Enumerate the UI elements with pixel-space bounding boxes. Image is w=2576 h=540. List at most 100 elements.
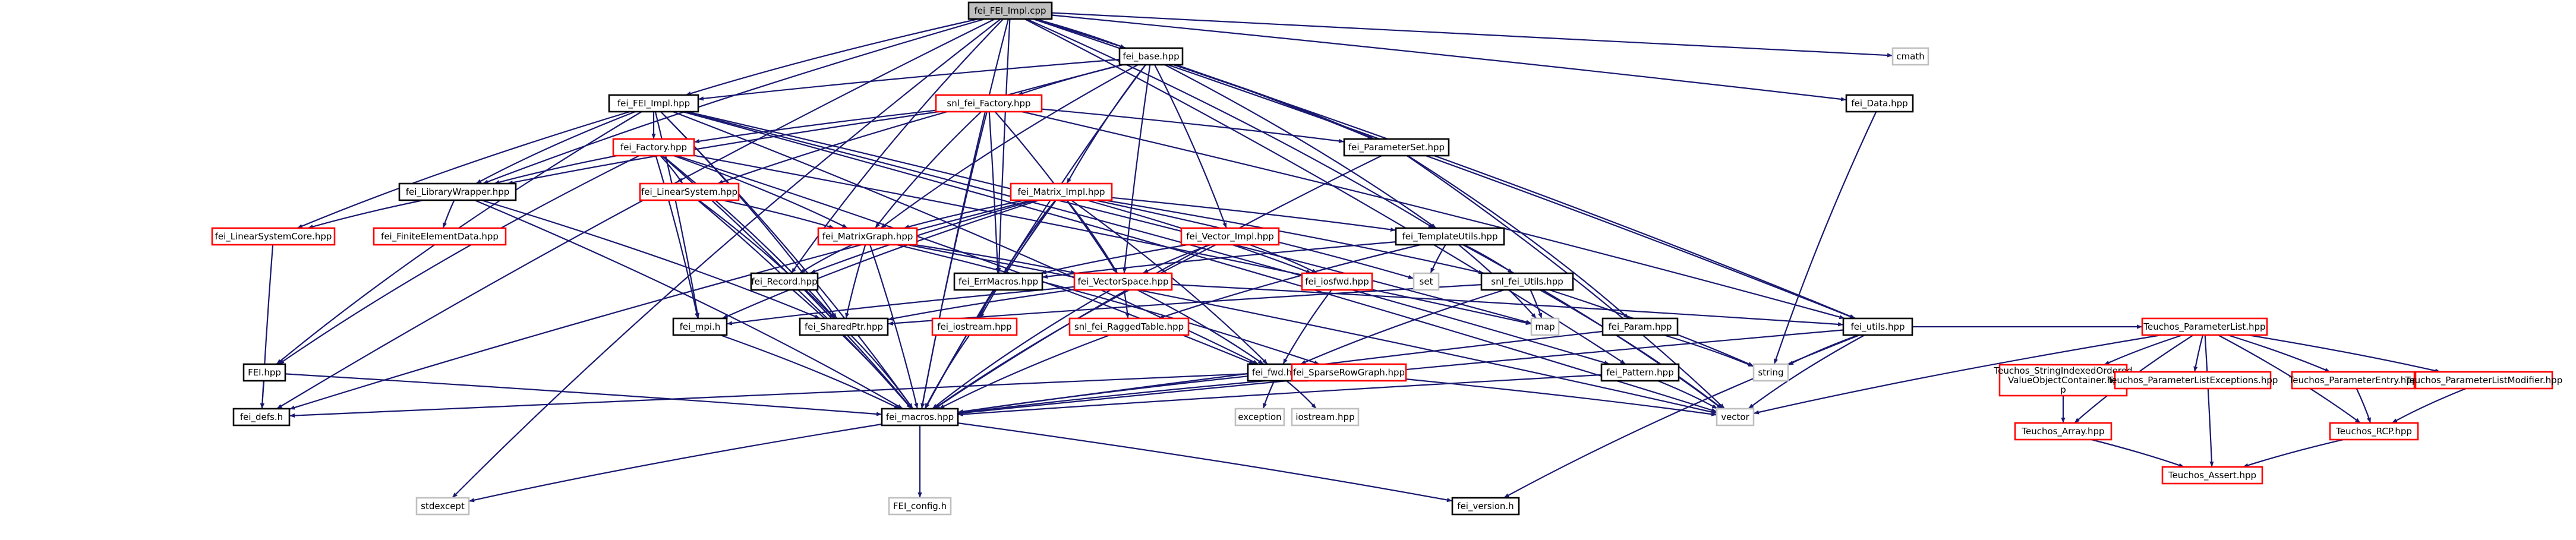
node-fei_fei_impl_hpp[interactable]: fei_FEI_Impl.hpp	[608, 94, 699, 113]
edge-fei_matrix_impl_hpp-to-snl_fei_utils_hpp	[1104, 199, 1484, 274]
edge-fei_utils_hpp-to-vector	[1748, 334, 1865, 409]
node-fei_vector_impl_hpp[interactable]: fei_Vector_Impl.hpp	[1180, 227, 1280, 246]
node-fei_librarywrapper_hpp[interactable]: fei_LibraryWrapper.hpp	[398, 182, 517, 201]
edge-fei_parameterset_hpp-to-vector	[1406, 155, 1726, 409]
node-fei_iosfwd_hpp[interactable]: fei_iosfwd.hpp	[1301, 272, 1373, 291]
node-box	[1291, 363, 1407, 382]
node-fei_version_h[interactable]: fei_version.h	[1451, 497, 1520, 516]
node-fei_defs_h[interactable]: fei_defs.h	[232, 408, 291, 427]
node-label: fei_version.h	[1457, 501, 1514, 512]
node-fei_matrix_impl_hpp[interactable]: fei_Matrix_Impl.hpp	[1010, 182, 1113, 201]
edge-fei_parameterset_hpp-to-fei_param_hpp	[1407, 155, 1629, 319]
node-label: FEI.hpp	[248, 367, 281, 378]
node-fei_iostream_hpp[interactable]: fei_iostream.hpp	[931, 317, 1018, 336]
edge-teuchos_parameterlist_hpp-to-teuchos_assert_hpp	[2204, 334, 2214, 468]
node-fei_linearsystem_hpp[interactable]: fei_LinearSystem.hpp	[639, 182, 740, 201]
node-box	[232, 408, 291, 427]
node-fei_finiteelementdata_hpp[interactable]: fei_FiniteElementData.hpp	[373, 227, 507, 246]
node-snl_fei_factory_hpp[interactable]: snl_fei_Factory.hpp	[935, 94, 1043, 113]
edge-snl_fei_factory_hpp-to-fei_matrixgraph_hpp	[874, 111, 982, 229]
node-fei_templateutils_hpp[interactable]: fei_TemplateUtils.hpp	[1395, 227, 1505, 246]
edge-teuchos_parameterlistmodifier_hpp-to-teuchos_rcp_hpp	[2391, 387, 2467, 424]
node-snl_fei_raggedtable_hpp[interactable]: snl_fei_RaggedTable.hpp	[1068, 317, 1190, 336]
edge-snl_fei_factory_hpp-to-fei_macros_hpp	[920, 111, 988, 409]
node-label: fei_mpi.h	[680, 321, 721, 333]
node-fei_hpp[interactable]: FEI.hpp	[242, 363, 286, 382]
node-fei_mpi_h[interactable]: fei_mpi.h	[672, 317, 728, 336]
edge-fei_base_hpp-to-fei_vector_impl_hpp	[1154, 64, 1227, 229]
node-box	[1180, 227, 1280, 246]
node-box	[2291, 371, 2416, 390]
node-snl_fei_utils_hpp[interactable]: snl_fei_Utils.hpp	[1480, 272, 1574, 291]
node-fei_base_hpp[interactable]: fei_base.hpp	[1118, 47, 1184, 66]
node-label: stdexcept	[421, 501, 465, 511]
node-box	[2141, 317, 2268, 336]
edge-fei_matrix_impl_hpp-to-fei_mpi_h	[722, 199, 1039, 320]
edge-snl_fei_factory_hpp-to-fei_librarywrapper_hpp	[507, 110, 939, 185]
node-cmath: cmath	[1891, 47, 1929, 66]
node-label: exception	[1238, 412, 1281, 422]
node-fei_param_hpp[interactable]: fei_Param.hpp	[1601, 317, 1679, 336]
edge-fei_templateutils_hpp-to-fei_errmacros_hpp	[1042, 241, 1396, 279]
node-fei_fei_impl_cpp[interactable]: fei_FEI_Impl.cpp	[967, 1, 1053, 20]
node-fei_factory_hpp[interactable]: fei_Factory.hpp	[612, 138, 695, 157]
node-fei_linearsystemcore_hpp[interactable]: fei_LinearSystemCore.hpp	[211, 227, 336, 246]
edge-teuchos_parameterlist_hpp-to-teuchos_parameterlistmodifier_hpp	[2247, 334, 2441, 373]
edge-snl_fei_utils_hpp-to-fei_fwd_hpp	[1300, 289, 1505, 365]
node-map: map	[1530, 317, 1560, 336]
edge-fei_base_hpp-to-fei_matrixgraph_hpp	[880, 64, 1139, 229]
node-box	[1530, 317, 1560, 336]
node-teuchos_rcp_hpp[interactable]: Teuchos_RCP.hpp	[2329, 422, 2419, 441]
node-fei_sparserowgraph_hpp[interactable]: fei_SparseRowGraph.hpp	[1291, 363, 1407, 382]
node-fei_parameterset_hpp[interactable]: fei_ParameterSet.hpp	[1343, 138, 1450, 157]
node-teuchos_parameterlist_hpp[interactable]: Teuchos_ParameterList.hpp	[2141, 317, 2268, 336]
node-box	[1842, 317, 1913, 336]
node-label: fei_ParameterSet.hpp	[1348, 142, 1445, 153]
edge-fei_iostream_hpp-to-fei_macros_hpp	[924, 334, 970, 409]
node-fei_matrixgraph_hpp[interactable]: fei_MatrixGraph.hpp	[817, 227, 918, 246]
node-box	[888, 497, 952, 516]
node-label: set	[1420, 276, 1433, 287]
node-fei_data_hpp[interactable]: fei_Data.hpp	[1845, 94, 1914, 113]
node-box	[1752, 363, 1789, 382]
node-box	[817, 227, 918, 246]
node-fei_errmacros_hpp[interactable]: fei_ErrMacros.hpp	[953, 272, 1043, 291]
node-fei_utils_hpp[interactable]: fei_utils.hpp	[1842, 317, 1913, 336]
edge-fei_vectorspace_hpp-to-fei_sharedptr_hpp	[887, 289, 1075, 321]
node-fei_record_hpp[interactable]: fei_Record.hpp	[750, 272, 819, 291]
node-label: Teuchos_ParameterList.hpp	[2143, 321, 2265, 333]
node-box	[2114, 371, 2272, 390]
node-teuchos_parameterentry_hpp[interactable]: Teuchos_ParameterEntry.hpp	[2288, 371, 2418, 390]
node-box	[242, 363, 286, 382]
node-teuchos_parameterlistexceptions_hpp[interactable]: Teuchos_ParameterListExceptions.hpp	[2107, 371, 2278, 390]
edge-snl_fei_factory_hpp-to-fei_errmacros_hpp	[988, 111, 1000, 274]
edge-fei_fei_impl_hpp-to-fei_librarywrapper_hpp	[475, 110, 636, 184]
node-teuchos_assert_hpp[interactable]: Teuchos_Assert.hpp	[2161, 466, 2263, 485]
edge-fei_iosfwd_hpp-to-fei_fwd_hpp	[1282, 289, 1332, 365]
edge-teuchos_parameterlist_hpp-to-vector	[1753, 334, 2162, 415]
edge-snl_fei_factory_hpp-to-fei_parameterset_hpp	[1041, 108, 1345, 143]
node-teuchos_array_hpp[interactable]: Teuchos_Array.hpp	[2014, 422, 2112, 441]
node-box	[608, 94, 699, 113]
node-fei_pattern_hpp[interactable]: fei_Pattern.hpp	[1600, 363, 1680, 382]
edge-snl_fei_raggedtable_hpp-to-fei_macros_hpp	[938, 334, 1110, 409]
node-label: fei_iosfwd.hpp	[1305, 276, 1369, 288]
node-fei_macros_hpp[interactable]: fei_macros.hpp	[881, 408, 959, 427]
node-vector: vector	[1716, 408, 1755, 427]
edge-fei_base_hpp-to-fei_templateutils_hpp	[1164, 64, 1437, 229]
edge-fei_matrix_impl_hpp-to-fei_fwd_hpp	[1071, 200, 1268, 365]
node-fei_sharedptr_hpp[interactable]: fei_SharedPtr.hpp	[799, 317, 889, 336]
node-label: fei_SharedPtr.hpp	[805, 321, 883, 333]
edge-fei_linearsystem_hpp-to-fei_sharedptr_hpp	[698, 200, 835, 319]
edge-fei_hpp-to-fei_macros_hpp	[285, 373, 882, 416]
node-fei_vectorspace_hpp[interactable]: fei_VectorSpace.hpp	[1073, 272, 1173, 291]
node-teuchos_parameterlistmodifier_hpp[interactable]: Teuchos_ParameterListModifier.hpp	[2405, 371, 2562, 390]
node-box	[415, 497, 470, 516]
node-label: snl_fei_Factory.hpp	[947, 98, 1030, 109]
edge-fei_hpp-to-fei_defs_h	[260, 380, 265, 409]
node-label: fei_LinearSystem.hpp	[641, 187, 737, 198]
edge-fei_macros_hpp-to-stdexcept	[468, 423, 882, 503]
edge-fei_factory_hpp-to-fei_matrixgraph_hpp	[673, 154, 848, 229]
